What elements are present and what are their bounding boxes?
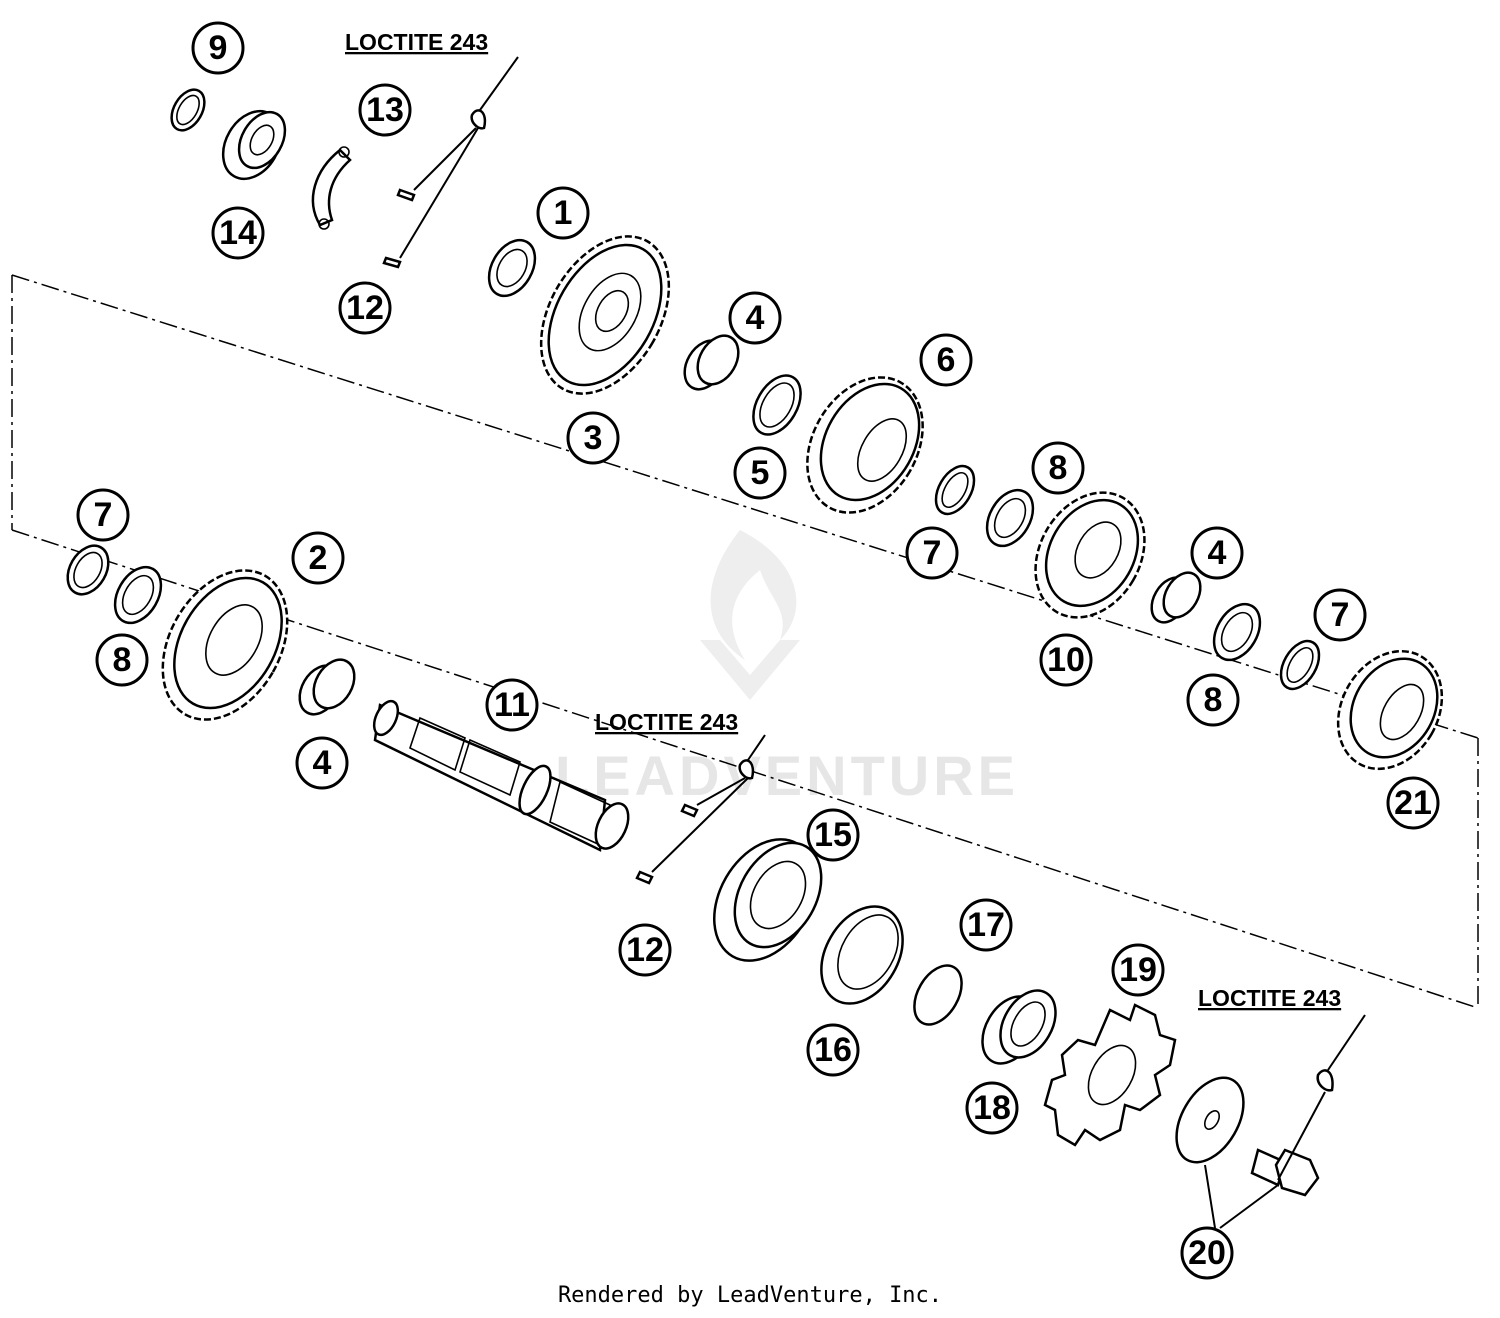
svg-text:14: 14 <box>219 214 257 252</box>
callout-12-top: 12 <box>338 281 392 335</box>
svg-text:15: 15 <box>814 816 852 854</box>
callout-4-right: 4 <box>1190 526 1244 580</box>
callout-1: 1 <box>536 186 590 240</box>
svg-text:17: 17 <box>967 906 1005 944</box>
svg-text:13: 13 <box>366 91 404 129</box>
callout-7-left: 7 <box>76 488 130 542</box>
part-shaft-11 <box>372 699 630 852</box>
part-washer-8-left <box>113 565 163 625</box>
callout-11: 11 <box>485 678 539 732</box>
part-bearing-14 <box>221 109 287 181</box>
part-bushing-4-right <box>1150 571 1202 624</box>
part-circlip-9 <box>170 88 206 132</box>
callout-16: 16 <box>806 1023 860 1077</box>
callout-8-left: 8 <box>95 633 149 687</box>
svg-text:8: 8 <box>1049 449 1068 487</box>
svg-text:3: 3 <box>584 419 603 457</box>
callout-5: 5 <box>733 446 787 500</box>
callout-6: 6 <box>919 333 973 387</box>
callout-3: 3 <box>566 411 620 465</box>
callout-13: 13 <box>358 83 412 137</box>
svg-text:20: 20 <box>1188 1234 1226 1272</box>
part-washer-8-mid <box>985 488 1035 548</box>
part-oring-17 <box>913 964 963 1026</box>
part-bushing-4-left <box>298 658 356 716</box>
svg-text:2: 2 <box>309 539 328 577</box>
svg-text:9: 9 <box>209 29 228 67</box>
svg-text:6: 6 <box>937 341 956 379</box>
part-gear-21 <box>1336 649 1444 771</box>
svg-text:7: 7 <box>1331 596 1350 634</box>
svg-text:7: 7 <box>923 534 942 572</box>
part-washer-5 <box>752 374 802 436</box>
part-circlip-7-left <box>66 544 110 596</box>
part-screws-12-mid <box>635 734 766 885</box>
svg-text:5: 5 <box>751 454 770 492</box>
svg-text:19: 19 <box>1119 951 1157 989</box>
part-screws-12-top <box>382 56 519 269</box>
callout-7-right: 7 <box>1313 588 1367 642</box>
callout-2: 2 <box>291 531 345 585</box>
callout-8-right: 8 <box>1186 673 1240 727</box>
callout-4-top: 4 <box>728 291 782 345</box>
svg-text:8: 8 <box>1204 681 1223 719</box>
callout-8-mid: 8 <box>1031 441 1085 495</box>
part-circlip-7-right <box>1279 639 1321 691</box>
callout-20: 20 <box>1180 1226 1234 1280</box>
loctite-label-middle: LOCTITE 243 <box>595 709 738 735</box>
svg-text:18: 18 <box>973 1089 1011 1127</box>
part-spacer-18 <box>981 989 1057 1065</box>
part-seal-16 <box>820 905 904 1005</box>
svg-text:4: 4 <box>746 299 765 337</box>
part-gear-3 <box>539 235 671 395</box>
part-sprocket-19 <box>1043 1003 1177 1147</box>
callout-9: 9 <box>191 21 245 75</box>
svg-text:10: 10 <box>1047 641 1085 679</box>
svg-text:7: 7 <box>94 496 113 534</box>
svg-text:12: 12 <box>626 931 664 969</box>
svg-text:12: 12 <box>346 289 384 327</box>
part-washer-top <box>487 238 537 298</box>
part-retainer-13 <box>311 146 352 230</box>
svg-text:21: 21 <box>1394 784 1432 822</box>
part-washer-20 <box>1175 1076 1245 1164</box>
part-washer-8-right <box>1212 602 1262 662</box>
part-bushing-4-top <box>683 334 740 391</box>
callout-21: 21 <box>1386 776 1440 830</box>
part-gear-10 <box>1034 491 1146 619</box>
callout-15: 15 <box>806 808 860 862</box>
loctite-label-bottom: LOCTITE 243 <box>1198 985 1341 1011</box>
svg-text:4: 4 <box>313 744 332 782</box>
callout-12-mid: 12 <box>618 923 672 977</box>
footer-credit: Rendered by LeadVenture, Inc. <box>557 1283 943 1308</box>
part-bolt-20 <box>1204 1014 1366 1229</box>
svg-text:8: 8 <box>113 641 132 679</box>
callout-4-left: 4 <box>295 736 349 790</box>
svg-text:4: 4 <box>1208 534 1227 572</box>
callout-18: 18 <box>965 1081 1019 1135</box>
svg-text:16: 16 <box>814 1031 852 1069</box>
loctite-label-top: LOCTITE 243 <box>345 29 488 55</box>
callout-7-mid: 7 <box>905 526 959 580</box>
part-gear-2 <box>161 569 289 721</box>
svg-text:1: 1 <box>554 194 573 232</box>
svg-text:11: 11 <box>494 686 530 724</box>
callout-14: 14 <box>211 206 265 260</box>
callout-10: 10 <box>1039 633 1093 687</box>
callout-19: 19 <box>1111 943 1165 997</box>
part-bearing-15 <box>713 838 823 962</box>
part-circlip-7-mid <box>934 464 976 516</box>
watermark-text: LEADVENTURE <box>555 744 1019 807</box>
callout-17: 17 <box>959 898 1013 952</box>
watermark: LEADVENTURE <box>555 530 1019 807</box>
part-gear-6 <box>806 376 924 514</box>
